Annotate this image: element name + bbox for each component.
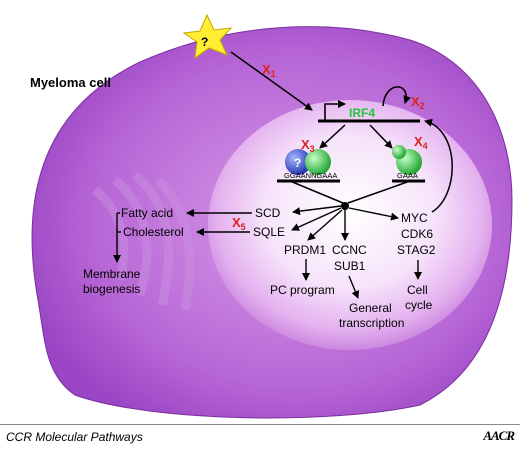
- sqle-label: SQLE: [253, 225, 285, 239]
- prdm1-label: PRDM1: [284, 243, 326, 257]
- cell-cycle-label-1: Cell: [407, 283, 428, 297]
- cell-label: Myeloma cell: [30, 75, 111, 90]
- irf4-protein-small: [392, 145, 406, 159]
- stimulus-arrow: [230, 51, 313, 111]
- cell-cycle-label-2: cycle: [405, 298, 433, 312]
- arrow-to-prdm1: [307, 209, 343, 241]
- irf4-protein-left: [305, 149, 331, 175]
- arrow-to-sqle: [291, 207, 342, 231]
- fatty-acid-label: Fatty acid: [121, 206, 173, 220]
- stag2-label: STAG2: [397, 243, 436, 257]
- pc-program-label: PC program: [270, 283, 335, 297]
- x3-label: X3: [301, 137, 315, 154]
- left-motif-to-hub: [289, 180, 344, 204]
- general-label-2: transcription: [339, 316, 404, 330]
- cdk6-label: CDK6: [401, 227, 433, 241]
- partner-question-mark: ?: [294, 156, 301, 170]
- myc-label: MYC: [401, 211, 428, 225]
- membrane-label-2: biogenesis: [83, 282, 140, 296]
- unknown-partner-protein: [285, 149, 311, 175]
- irf4-autoregulation-loop: [382, 86, 412, 107]
- right-motif-to-hub: [347, 180, 411, 204]
- arrow-to-scd: [292, 205, 342, 216]
- target-hub: [341, 202, 349, 210]
- irf4-to-complex-arrow: [319, 124, 346, 149]
- sub1-label: SUB1: [334, 259, 366, 273]
- scd-label: SCD: [255, 206, 281, 220]
- er-membranes: [92, 171, 195, 311]
- irf4-to-dimer-arrow: [369, 124, 393, 149]
- arrow-to-myc: [348, 207, 399, 221]
- ccnc-label: CCNC: [332, 243, 367, 257]
- motif-left: GGAANNGAAA: [284, 171, 337, 180]
- x2-label: X2: [411, 94, 425, 111]
- irf4-gene-label: IRF4: [349, 106, 375, 120]
- cholesterol-label: Cholesterol: [123, 225, 184, 239]
- x5-label: X5: [232, 215, 246, 232]
- unknown-stimulus-star: [182, 13, 233, 60]
- x4-label: X4: [414, 134, 428, 151]
- aacr-logo: AACR: [483, 428, 515, 443]
- membrane-label-1: Membrane: [83, 267, 141, 281]
- footer-bar: CCR Molecular Pathways AACR: [0, 424, 520, 449]
- motif-right: GAAA: [397, 171, 418, 180]
- x1-label: X1: [262, 62, 276, 79]
- star-question-mark: ?: [201, 35, 208, 49]
- footer-title: CCR Molecular Pathways: [6, 430, 143, 444]
- irf4-promoter-arrow: [324, 100, 346, 121]
- general-label-1: General: [349, 301, 392, 315]
- ccnc-arrow: [348, 275, 360, 299]
- myc-feedback-arrow: [424, 118, 453, 213]
